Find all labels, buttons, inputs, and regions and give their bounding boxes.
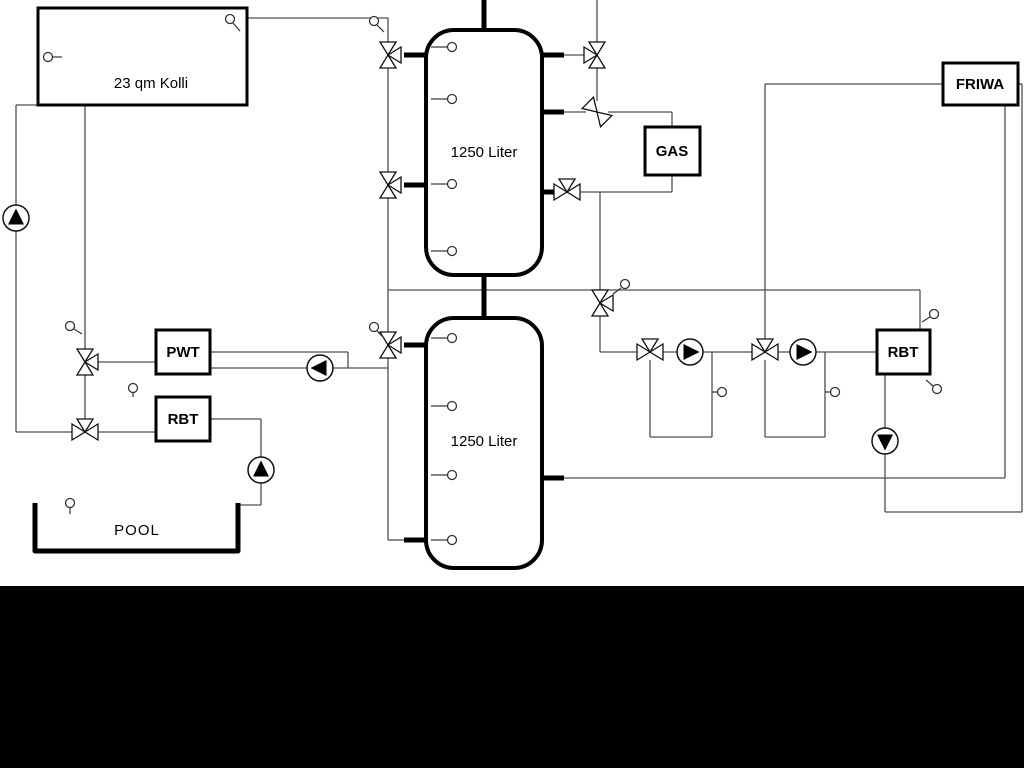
letterbox-band (0, 586, 1024, 768)
gas-boiler-box: GAS (643, 125, 702, 177)
buffer-tank-top: 1250 Liter (424, 28, 544, 277)
temp-sensor-icon (431, 245, 458, 257)
gas-label: GAS (656, 143, 689, 160)
collector-outline (36, 6, 249, 107)
rbt-right-label: RBT (888, 344, 919, 361)
pool-label: POOL (114, 522, 160, 539)
valve-gas-return-icon (553, 178, 581, 201)
temp-sensor-icon (925, 379, 943, 395)
collector-label: 23 qm Kolli (114, 75, 188, 92)
temp-sensor-icon (224, 13, 241, 32)
temp-sensor-icon (712, 386, 728, 398)
temp-sensor-icon (431, 178, 458, 190)
temp-sensor-icon (64, 497, 76, 514)
pool-basin: POOL (32, 503, 241, 554)
valve-heating-supply-icon (591, 289, 614, 317)
temp-sensor-icon (431, 400, 458, 412)
temp-sensor-icon (612, 278, 631, 295)
pump-circuit-2-icon (789, 338, 817, 366)
friwa-box: FRIWA (941, 61, 1020, 107)
buffer-tank-bottom-label: 1250 Liter (451, 433, 518, 450)
temp-sensor-icon (64, 320, 83, 335)
rbt-left-label: RBT (168, 411, 199, 428)
valve-tank1-lower-icon (379, 171, 402, 199)
valve-pool-return-icon (71, 418, 99, 441)
temp-sensor-icon (431, 41, 458, 53)
temp-sensor-icon (368, 15, 385, 33)
rbt-right-outline (875, 328, 932, 376)
valve-pool-pwt-icon (76, 348, 99, 376)
rbt-left-box: RBT (154, 395, 212, 443)
buffer-tank-bottom: 1250 Liter (424, 316, 544, 570)
buffer-tank-top-outline (424, 28, 544, 277)
collector-panel: 23 qm Kolli (36, 6, 249, 107)
pwt-outline (154, 328, 212, 376)
gas-outline (643, 125, 702, 177)
pwt-label: PWT (166, 344, 199, 361)
pwt-box: PWT (154, 328, 212, 376)
temp-sensor-icon (921, 308, 940, 323)
pump-left-riser-icon (2, 204, 30, 232)
pipes-thin (15, 0, 1023, 541)
buffer-tank-top-label: 1250 Liter (451, 144, 518, 161)
valve-heating-circuit-1-icon (636, 338, 664, 361)
temp-sensor-icon (42, 51, 62, 63)
valve-tank2-icon (379, 331, 402, 359)
buffer-tank-bottom-outline (424, 316, 544, 570)
friwa-outline (941, 61, 1020, 107)
valve-gas-supply-icon (581, 96, 613, 128)
temp-sensor-icon (825, 386, 841, 398)
valve-heating-circuit-2-icon (751, 338, 779, 361)
pump-circuit-1-icon (676, 338, 704, 366)
pool-outline (32, 503, 241, 554)
valve-tank1-upper-icon (379, 41, 402, 69)
sensors (42, 13, 943, 546)
friwa-label: FRIWA (956, 76, 1004, 93)
temp-sensor-icon (127, 382, 139, 397)
temp-sensor-icon (431, 332, 458, 344)
temp-sensor-icon (368, 321, 385, 339)
pump-friwa-icon (871, 427, 899, 455)
pump-pool-icon (247, 456, 275, 484)
temp-sensor-icon (431, 469, 458, 481)
rbt-left-outline (154, 395, 212, 443)
valve-tank1-top-right-icon (583, 41, 606, 69)
temp-sensor-icon (431, 534, 458, 546)
temp-sensor-icon (431, 93, 458, 105)
rbt-right-box: RBT (875, 328, 932, 376)
pump-pwt-icon (306, 354, 334, 382)
heating-system-schematic: 23 qm Kolli 1250 Liter 1250 Liter PWT RB… (0, 0, 1024, 586)
